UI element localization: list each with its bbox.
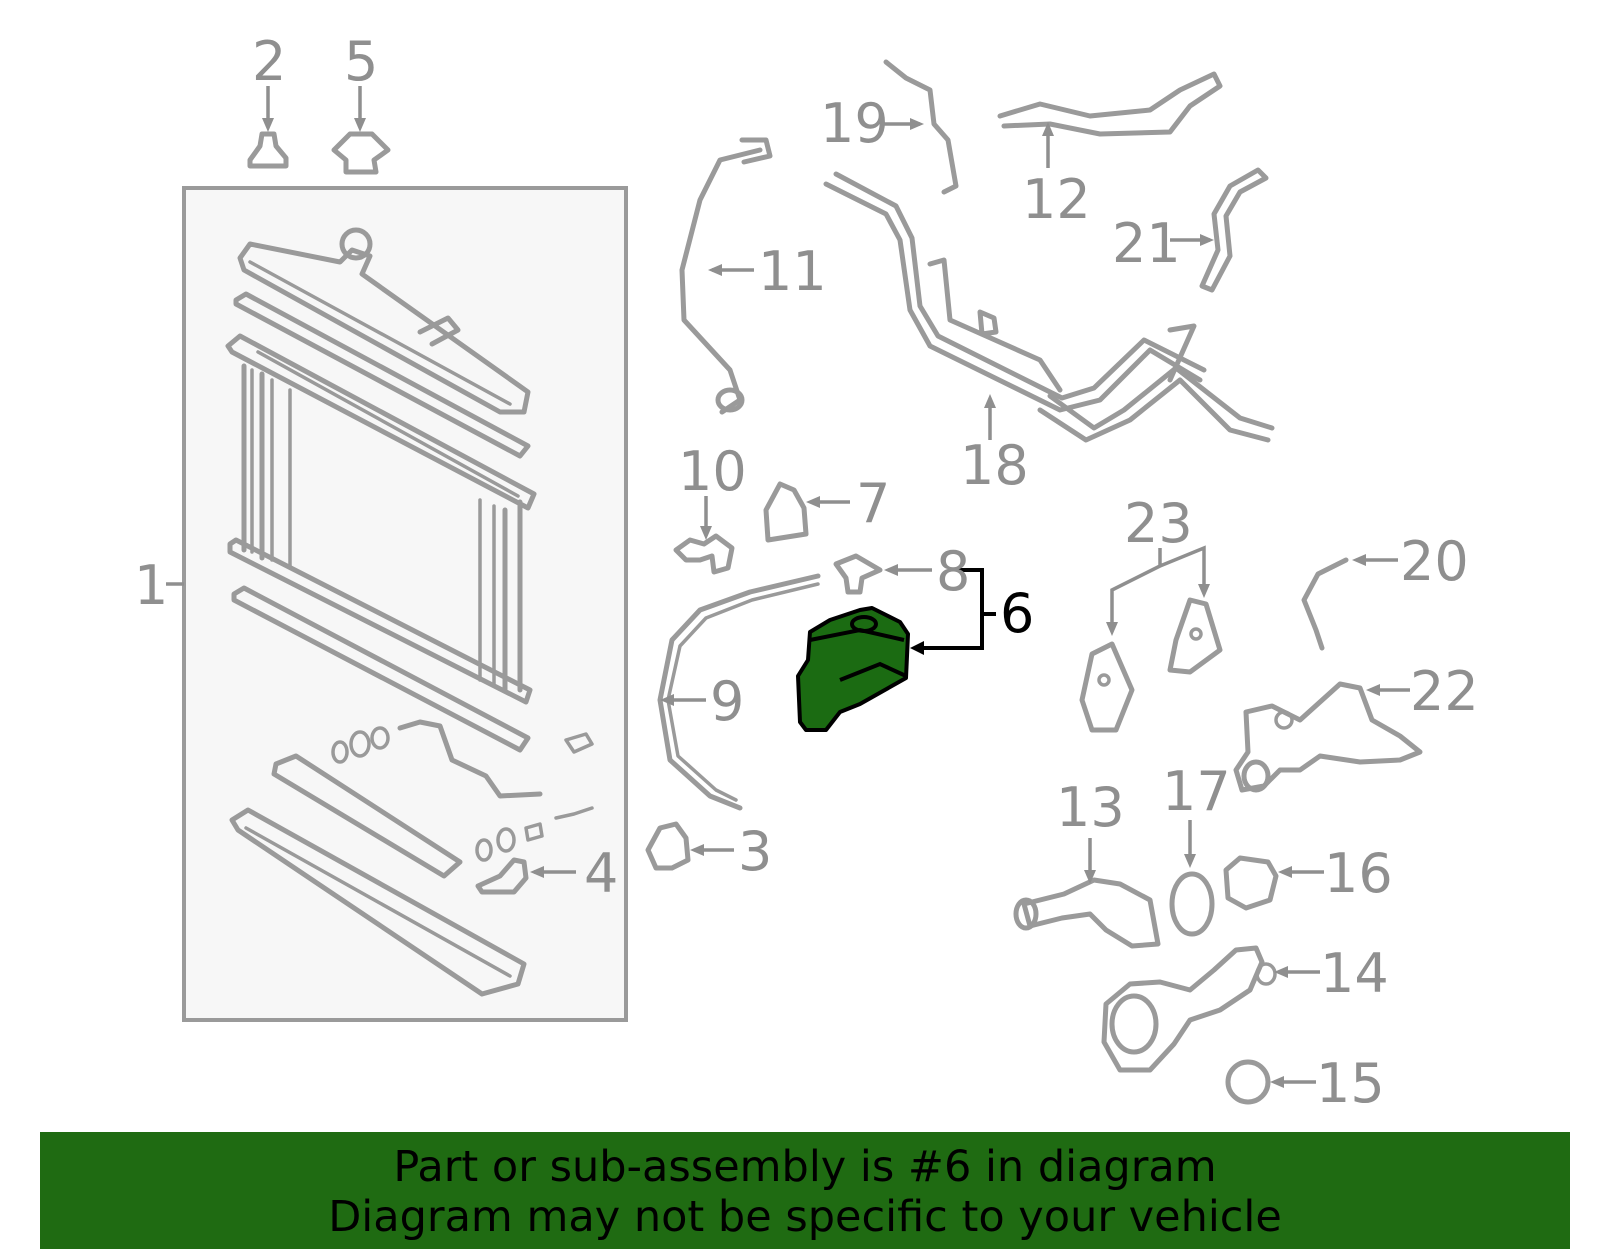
banner-line-part-number: Part or sub-assembly is #6 in diagram [393,1142,1217,1192]
callout-13: 13 [1056,776,1125,839]
radiator-upper-tank [237,227,531,415]
callout-10: 10 [678,440,747,503]
callout-23: 23 [1124,492,1193,555]
radiator-upper-gasket [233,291,531,459]
callout-11: 11 [758,240,827,303]
callout-1: 1 [134,554,168,617]
water-inlet-part-22 [1233,681,1423,793]
radiator-lower-gasket [231,585,531,753]
hose-part-19 [883,59,959,195]
callout-22: 22 [1410,660,1479,723]
radiator-pipe-and-fittings [271,719,594,879]
radiator-core [225,333,537,705]
clip-part-10 [673,533,735,575]
water-outlet-part-13 [1021,877,1161,949]
hose-part-20 [1301,557,1349,651]
hose-part-11 [679,147,763,415]
callout-21: 21 [1112,212,1181,275]
callout-3: 3 [738,820,772,883]
callout-4: 4 [584,842,618,905]
overflow-hose-part-9 [657,573,821,811]
callout-14: 14 [1320,942,1389,1005]
hose-part-21 [1199,167,1269,293]
bracket-part-7 [763,481,809,543]
callout-9: 9 [710,670,744,733]
cushion-part-2 [247,131,289,169]
hose-part-12 [997,71,1223,137]
o-ring-part-17 [1169,871,1215,937]
part-info-banner: Part or sub-assembly is #6 in diagram Di… [40,1132,1570,1249]
callout-17: 17 [1162,760,1231,823]
water-pipe-part-18 [823,171,1275,443]
cushion-part-3 [645,821,691,871]
gasket-part-23 [1079,597,1223,733]
callout-8: 8 [936,540,970,603]
radiator-lower-tank [229,807,527,997]
gasket-part-15 [1225,1059,1271,1105]
callout-16: 16 [1324,842,1393,905]
radiator-cap-part-5 [331,131,391,175]
radiator-assembly-frame [182,186,628,1022]
callout-6: 6 [1000,582,1034,645]
callout-20: 20 [1400,530,1469,593]
callout-2: 2 [252,30,286,93]
reservoir-cap-part-8 [833,553,883,595]
drain-cock-part-4 [475,857,529,895]
callout-19: 19 [820,92,889,155]
callout-18: 18 [960,434,1029,497]
callout-5: 5 [344,30,378,93]
callout-15: 15 [1316,1052,1385,1115]
callout-12: 12 [1022,168,1091,231]
callout-7: 7 [856,472,890,535]
thermostat-part-16 [1223,855,1279,911]
banner-line-disclaimer: Diagram may not be specific to your vehi… [328,1192,1282,1242]
